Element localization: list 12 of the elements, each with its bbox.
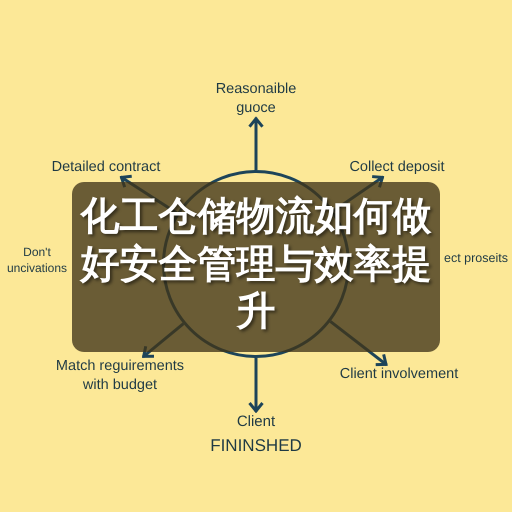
arrow	[248, 117, 264, 170]
step-label: ect proseits	[444, 250, 508, 266]
step-label: Client involvement	[340, 365, 458, 384]
step-label: Reasonaible guoce	[212, 80, 300, 118]
title-banner: 化工仓储物流如何做好安全管理与效率提升	[72, 182, 440, 352]
step-label: Don't uncivations	[3, 245, 71, 276]
node-label: Client	[236, 412, 276, 432]
step-label: Detailed contract	[52, 158, 160, 177]
step-label: Match reguirements with budget	[45, 357, 195, 395]
arrow	[248, 358, 264, 412]
step-label: Collect deposit	[349, 158, 445, 177]
status-label: FININSHED	[210, 434, 302, 456]
